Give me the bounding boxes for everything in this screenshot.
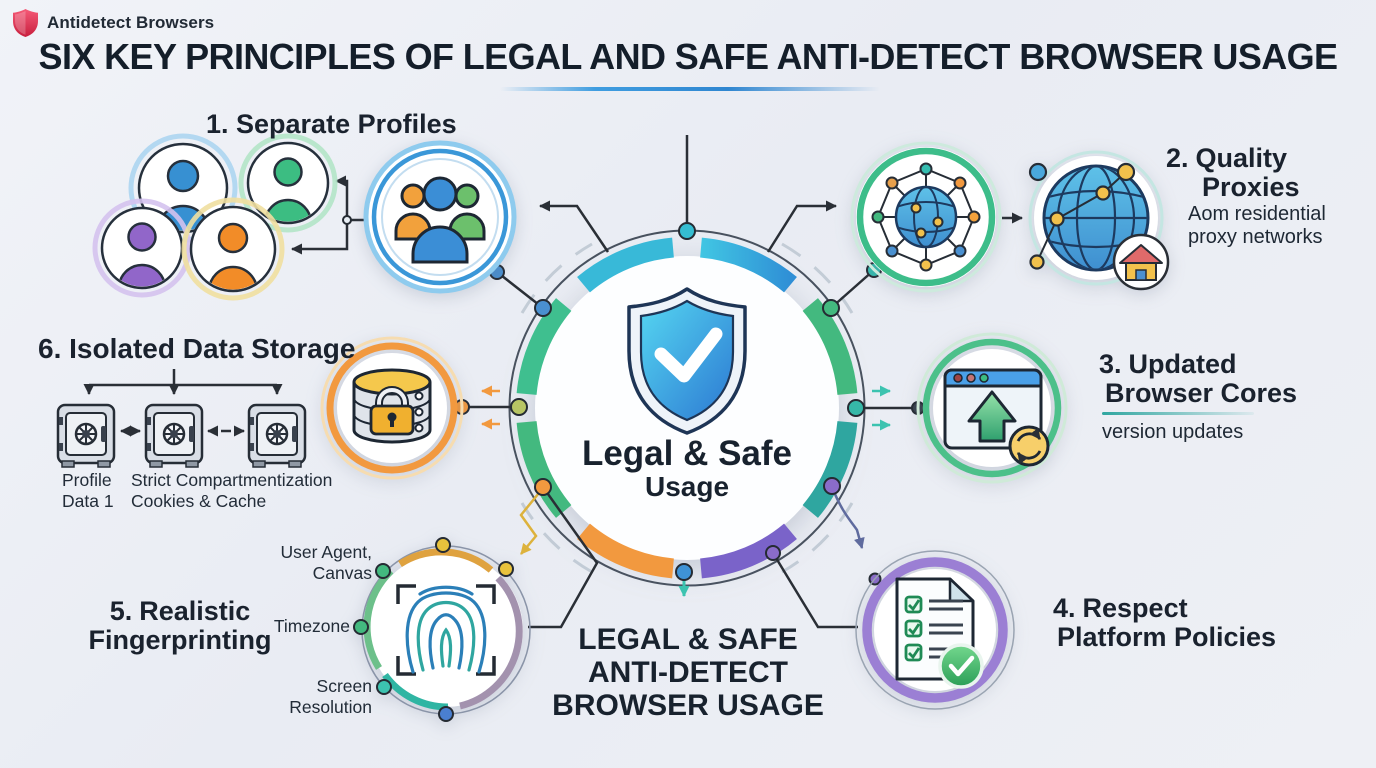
red-shield-icon	[13, 9, 38, 37]
title-underline	[500, 87, 880, 91]
footer-title: LEGAL & SAFE ANTI-DETECT BROWSER USAGE	[552, 623, 824, 722]
avatar-purple	[117, 222, 167, 287]
principle-6-heading: 6. Isolated Data Storage	[38, 333, 356, 364]
hub-label-line1: Legal & Safe	[581, 434, 793, 473]
central-hub	[508, 229, 866, 587]
hub-segmented-ring	[516, 237, 858, 579]
padlock-icon	[369, 386, 415, 436]
fingerprint-scan-icon	[353, 537, 531, 722]
principle-3-underline	[1102, 412, 1254, 415]
safe-icon	[247, 403, 307, 468]
callout-timezone: Timezone	[273, 616, 350, 636]
safes-row	[56, 403, 307, 468]
fingerprint-param-dots	[353, 537, 514, 722]
fingerprint-lines	[405, 585, 487, 674]
principle-5-heading: 5.Realistic Fingerprinting	[88, 596, 272, 656]
page-title: SIX KEY PRINCIPLES OF LEGAL AND SAFE ANT…	[38, 36, 1339, 77]
principle-3-subtitle: version updates	[1102, 421, 1244, 443]
refresh-icon	[1008, 425, 1050, 467]
callout-user-agent-canvas: User Agent,Canvas	[280, 542, 372, 583]
scan-bracket	[396, 584, 496, 676]
connector-lines	[83, 135, 1023, 629]
checkbox-list	[904, 595, 923, 662]
browser-update-icon	[916, 332, 1068, 484]
brand-logo: Antidetect Browsers	[12, 8, 214, 38]
safe-icon	[56, 403, 116, 468]
house-icon	[1112, 233, 1170, 291]
network-nodes	[871, 162, 981, 272]
locked-database-icon	[56, 336, 464, 480]
principle-2-heading: 2.Quality Proxies	[1166, 143, 1300, 203]
residential-globe	[1028, 150, 1170, 291]
avatar-orange	[207, 222, 259, 290]
principle-3-heading: 3.Updated Browser Cores	[1099, 349, 1298, 409]
brand-name: Antidetect Browsers	[47, 13, 215, 32]
policy-checklist-icon	[855, 550, 1015, 710]
up-arrow-icon	[967, 390, 1017, 443]
principle-1-heading: 1. Separate Profiles	[206, 109, 457, 139]
profiles-main-circle	[363, 140, 517, 294]
user-profiles-group-icon	[92, 133, 517, 301]
text-lines	[929, 599, 963, 659]
hub-label-line2: Usage	[644, 471, 730, 502]
fingerprint-ring	[363, 548, 523, 711]
safe-icon	[144, 403, 204, 468]
shield-check-icon	[627, 287, 747, 435]
principle-4-heading: 4.Respect Platform Policies	[1053, 593, 1277, 653]
proxy-network-globe-icon	[850, 141, 1170, 293]
approved-check-badge	[938, 643, 984, 689]
